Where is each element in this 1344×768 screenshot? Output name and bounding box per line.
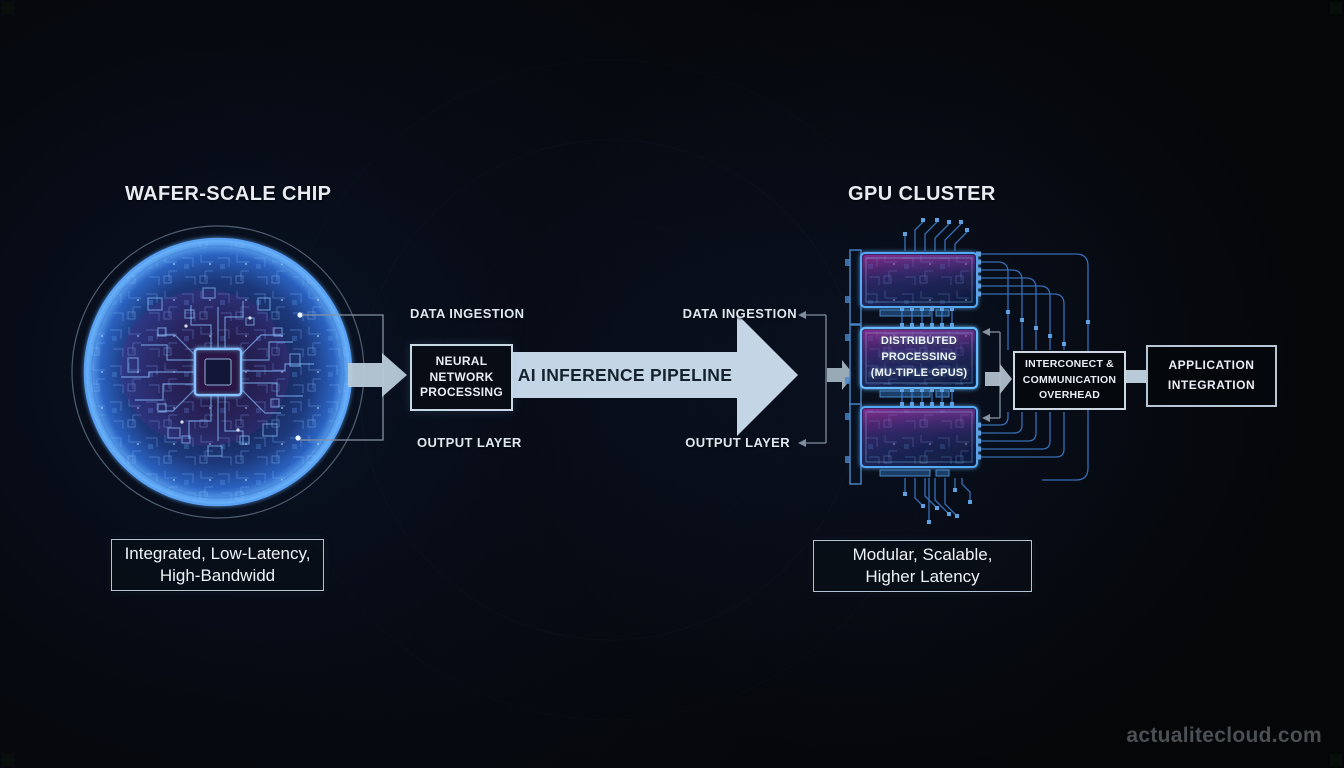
nn-box-line: NEURAL: [435, 354, 488, 369]
data-ingestion-label-right: DATA INGESTION: [682, 306, 797, 321]
wafer-chip-illustration: [71, 225, 407, 519]
wafer-core-die: [193, 347, 243, 397]
gpu-caption-line: Modular, Scalable,: [852, 544, 993, 564]
nn-box-line: PROCESSING: [419, 385, 503, 400]
interconnect-overhead-box: INTERCONECT & COMMUNICATION OVERHEAD: [1013, 351, 1126, 410]
application-line: INTEGRATION: [1167, 378, 1256, 392]
interconnect-to-application-connector: [1126, 370, 1146, 383]
gpu-caption-line: Higher Latency: [865, 567, 980, 586]
data-ingestion-label-left: DATA INGESTION: [410, 306, 525, 321]
gpu-section-title: GPU CLUSTER: [848, 183, 996, 205]
nn-box-line: NETWORK: [429, 369, 494, 384]
wafer-traces: [121, 301, 314, 445]
corner-artifact: [1330, 2, 1342, 14]
wafer-to-pipeline-arrow: [348, 353, 407, 397]
distributed-line: DISTRIBUTED: [880, 335, 958, 347]
interconnect-line: OVERHEAD: [1038, 389, 1101, 402]
neural-network-processing-box: NEURAL NETWORK PROCESSING: [410, 344, 513, 411]
pipeline-to-gpu-arrow: [827, 360, 854, 390]
interconnect-line: INTERCONECT &: [1025, 357, 1114, 370]
gpu-to-interconnect-arrow: [985, 364, 1012, 394]
interconnect-line: COMMUNICATION: [1022, 373, 1117, 386]
distributed-line: PROCESSING: [881, 350, 957, 363]
corner-artifact: [2, 2, 14, 14]
application-integration-box: APPLICATION INTEGRATION: [1146, 345, 1277, 407]
pipeline-arrow-label: AI INFERENCE PIPELINE: [517, 364, 733, 385]
wafer-io-bracket: [300, 314, 384, 441]
gpu-feedback-bracket: [982, 328, 1001, 422]
gpu-card-bottom: [845, 403, 978, 485]
background-rings: [279, 59, 941, 721]
watermark: actualitecloud.com: [1126, 724, 1322, 747]
wafer-caption-line: Integrated, Low-Latency,: [124, 543, 311, 563]
wafer-section-title: WAFER-SCALE CHIP: [125, 183, 332, 205]
wafer-chiplets: [127, 287, 301, 457]
corner-artifact: [1330, 754, 1342, 766]
gpu-card-top: [845, 249, 978, 325]
gpu-caption-box: Modular, Scalable, Higher Latency: [813, 540, 1032, 592]
pipeline-io-bracket: [798, 311, 827, 447]
distributed-processing-label: DISTRIBUTED PROCESSING (MU-TIPLE GPUS): [866, 334, 972, 382]
corner-artifact: [2, 754, 14, 766]
output-layer-label-right: OUTPUT LAYER: [685, 435, 790, 450]
wafer-caption-line: High-Bandwidd: [159, 566, 276, 585]
wafer-highlight-dots: [180, 312, 303, 441]
output-layer-label-left: OUTPUT LAYER: [417, 435, 522, 450]
wafer-caption-box: Integrated, Low-Latency, High-Bandwidd: [111, 539, 324, 591]
distributed-line: (MU-TIPLE GPUS): [870, 366, 968, 379]
application-line: APPLICATION: [1168, 358, 1255, 373]
